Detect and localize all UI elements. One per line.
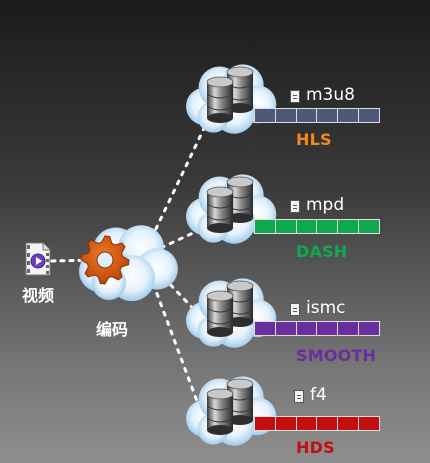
segment [255,322,276,335]
segment [296,322,318,335]
server-node-dash [186,174,277,244]
source-node [25,242,51,276]
segment [359,220,379,233]
file-name-label: f4 [310,385,327,405]
segment [359,322,379,335]
document-icon [290,90,300,103]
server-node-smooth [186,278,277,348]
document-icon [294,390,304,403]
server-nodes [186,64,277,446]
segment-bar [254,108,380,123]
protocol-label: HLS [296,130,332,149]
encoder-label: 编码 [96,320,129,339]
file-name-label: m3u8 [306,85,355,105]
segment [255,220,276,233]
source-label: 视频 [22,286,55,305]
file-name-label: mpd [306,195,345,215]
segment [317,322,339,335]
database-icon [206,280,254,337]
gear-icon [80,235,130,285]
segment [338,220,360,233]
server-node-hds [186,376,277,446]
segment [296,109,318,122]
server-node-hls [186,64,277,134]
segment [296,220,318,233]
segment [275,417,297,430]
segment [275,220,297,233]
document-icon [290,303,300,316]
segment [359,417,379,430]
database-icon [206,176,254,233]
video-file-icon [25,242,51,276]
protocol-label: SMOOTH [296,346,377,365]
segment [255,417,276,430]
segment-bar [254,219,380,234]
segment [338,322,360,335]
segment-bar [254,321,380,336]
segment [338,109,360,122]
database-icon [206,378,254,435]
segment [275,322,297,335]
protocol-label: HDS [296,438,335,457]
segment [338,417,360,430]
segment [255,109,276,122]
segment-bar [254,416,380,431]
segment [359,109,379,122]
segment [317,109,339,122]
segment [317,220,339,233]
encoder-node [79,225,178,302]
protocol-label: DASH [296,242,348,261]
segment [317,417,339,430]
database-icon [206,66,254,123]
document-icon [290,200,300,213]
segment [296,417,318,430]
segment [275,109,297,122]
file-name-label: ismc [306,298,346,318]
